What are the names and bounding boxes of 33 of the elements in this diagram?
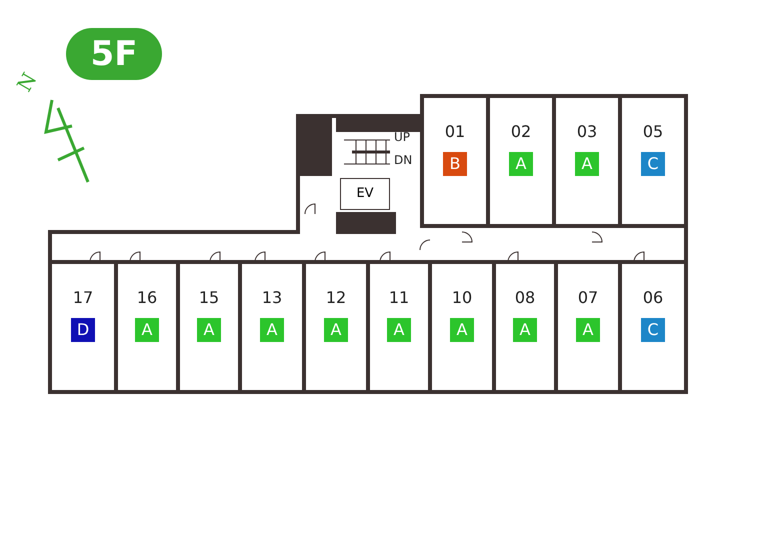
room-number: 15: [198, 288, 220, 307]
room-type-badge: C: [641, 152, 665, 176]
room-type-badge: A: [135, 318, 159, 342]
room-type-badge: A: [197, 318, 221, 342]
room-number: 06: [642, 288, 664, 307]
room-number: 08: [514, 288, 536, 307]
room-number: 17: [72, 288, 94, 307]
stair-label: UP: [394, 130, 410, 144]
room-type-badge: C: [641, 318, 665, 342]
room-type-badge: A: [450, 318, 474, 342]
room-type-badge: A: [509, 152, 533, 176]
room-type-badge: A: [324, 318, 348, 342]
room-number: 01: [444, 122, 466, 141]
room-number: 10: [450, 288, 474, 307]
room-type-badge: D: [71, 318, 95, 342]
stair-label: DN: [394, 153, 412, 167]
north-label: N: [12, 68, 42, 96]
room-number: 12: [324, 288, 348, 307]
elevator-box: EV: [340, 178, 390, 210]
room-number: 02: [510, 122, 532, 141]
room-number: 03: [576, 122, 598, 141]
room-number: 11: [388, 288, 410, 307]
room-number: 05: [642, 122, 664, 141]
room-number: 07: [576, 288, 600, 307]
room-type-badge: A: [513, 318, 537, 342]
room-type-badge: A: [575, 152, 599, 176]
room-type-badge: A: [576, 318, 600, 342]
room-type-badge: A: [260, 318, 284, 342]
room-number: 16: [136, 288, 158, 307]
room-type-badge: B: [443, 152, 467, 176]
room-type-badge: A: [387, 318, 411, 342]
room-number: 13: [260, 288, 284, 307]
floor-badge: 5F: [66, 28, 162, 80]
